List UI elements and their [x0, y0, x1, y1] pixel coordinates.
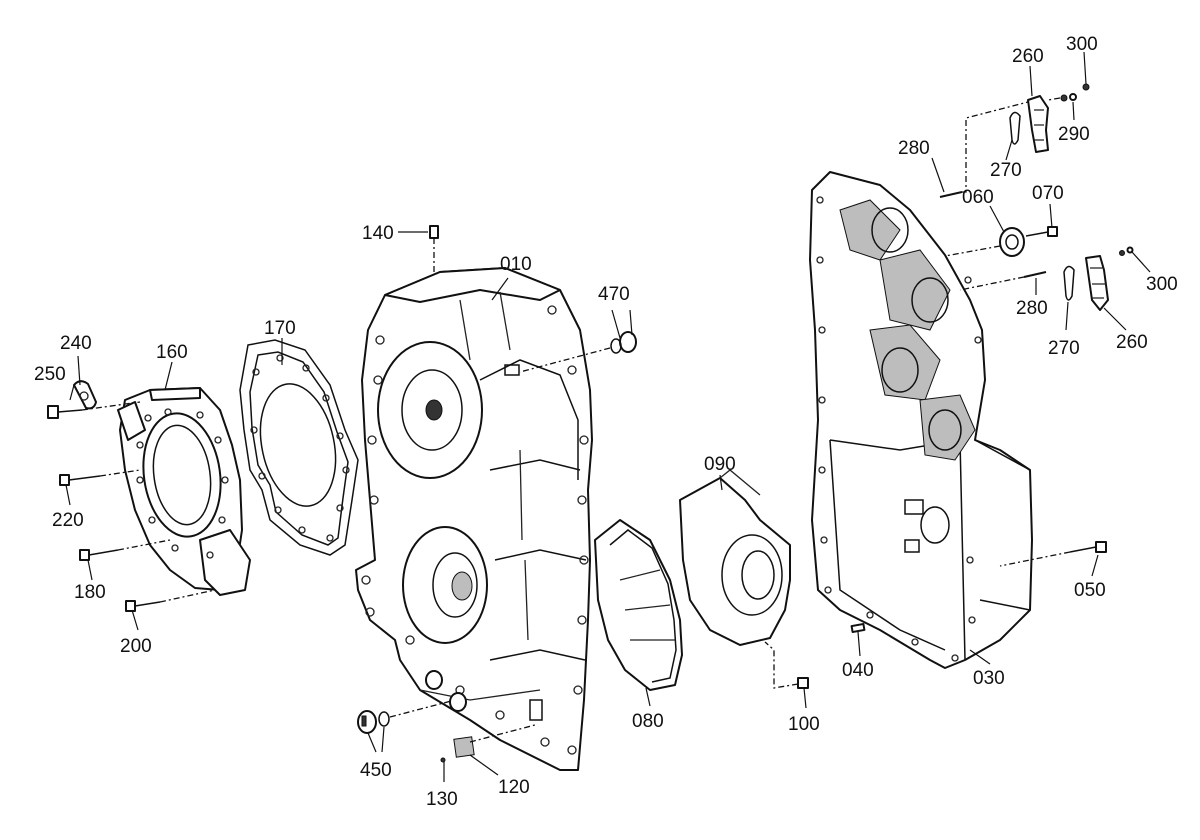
label-290: 290: [1058, 124, 1090, 145]
label-250: 250: [34, 364, 66, 385]
part-010-housing: [355, 267, 593, 771]
part-130-rivet: [440, 757, 446, 763]
label-450: 450: [360, 760, 392, 781]
part-280-pin-lower: [959, 271, 1047, 291]
part-290-washer: [1069, 93, 1077, 101]
label-260-lower: 260: [1116, 332, 1148, 353]
label-280-lower: 280: [1016, 298, 1048, 319]
label-080: 080: [632, 711, 664, 732]
label-050: 050: [1074, 580, 1106, 601]
label-130: 130: [426, 789, 458, 810]
label-180: 180: [74, 582, 106, 603]
label-040: 040: [842, 660, 874, 681]
part-100-screw: [764, 641, 809, 689]
part-120-nameplate: [453, 724, 536, 758]
part-050-bolt: [999, 541, 1107, 567]
label-100: 100: [788, 714, 820, 735]
label-300-upper: 300: [1066, 34, 1098, 55]
label-220: 220: [52, 510, 84, 531]
part-140-breather: [429, 225, 439, 275]
label-030: 030: [973, 668, 1005, 689]
label-160: 160: [156, 342, 188, 363]
label-470: 470: [598, 284, 630, 305]
label-170: 170: [264, 318, 296, 339]
label-200: 200: [120, 636, 152, 657]
part-260-valve-lower: [1085, 246, 1134, 311]
label-270-upper: 270: [990, 160, 1022, 181]
label-140: 140: [362, 223, 394, 244]
part-220-bolt: [59, 474, 101, 486]
label-300-lower: 300: [1146, 274, 1178, 295]
part-450-plug-housing: [425, 670, 443, 690]
part-280-pin-upper: [939, 101, 1029, 198]
part-450-plug-housing-2: [449, 692, 467, 712]
part-060-plate: [944, 227, 1025, 257]
label-280-upper: 280: [898, 138, 930, 159]
label-240: 240: [60, 333, 92, 354]
label-260-upper: 260: [1012, 46, 1044, 67]
part-270-seal-upper: [1009, 111, 1021, 145]
label-070: 070: [1032, 183, 1064, 204]
label-090: 090: [704, 454, 736, 475]
part-080-shield: [594, 519, 683, 691]
part-070-bolt: [1025, 226, 1058, 237]
label-010: 010: [500, 254, 532, 275]
part-270-seal-lower: [1063, 265, 1075, 301]
part-030-housing: [809, 171, 1033, 669]
label-120: 120: [498, 777, 530, 798]
part-240-plate: [73, 380, 97, 410]
part-300-nut-upper: [1082, 83, 1090, 91]
part-470-plug: [519, 331, 637, 373]
part-250-bolt: [47, 405, 83, 419]
part-450-plug: [357, 699, 456, 734]
part-labels: 010 030 040 050 060 070 080 090 100 120 …: [34, 34, 1178, 810]
part-160-cover: [117, 387, 251, 596]
part-040-pin: [850, 623, 866, 633]
label-060: 060: [962, 187, 994, 208]
part-170-gasket: [239, 339, 359, 556]
part-260-valve-upper: [1027, 94, 1068, 153]
part-090-shield: [679, 469, 791, 646]
leader-lines: [65, 51, 1151, 782]
part-180-bolt: [79, 549, 119, 561]
part-200-bolt: [125, 600, 161, 612]
label-270-lower: 270: [1048, 338, 1080, 359]
